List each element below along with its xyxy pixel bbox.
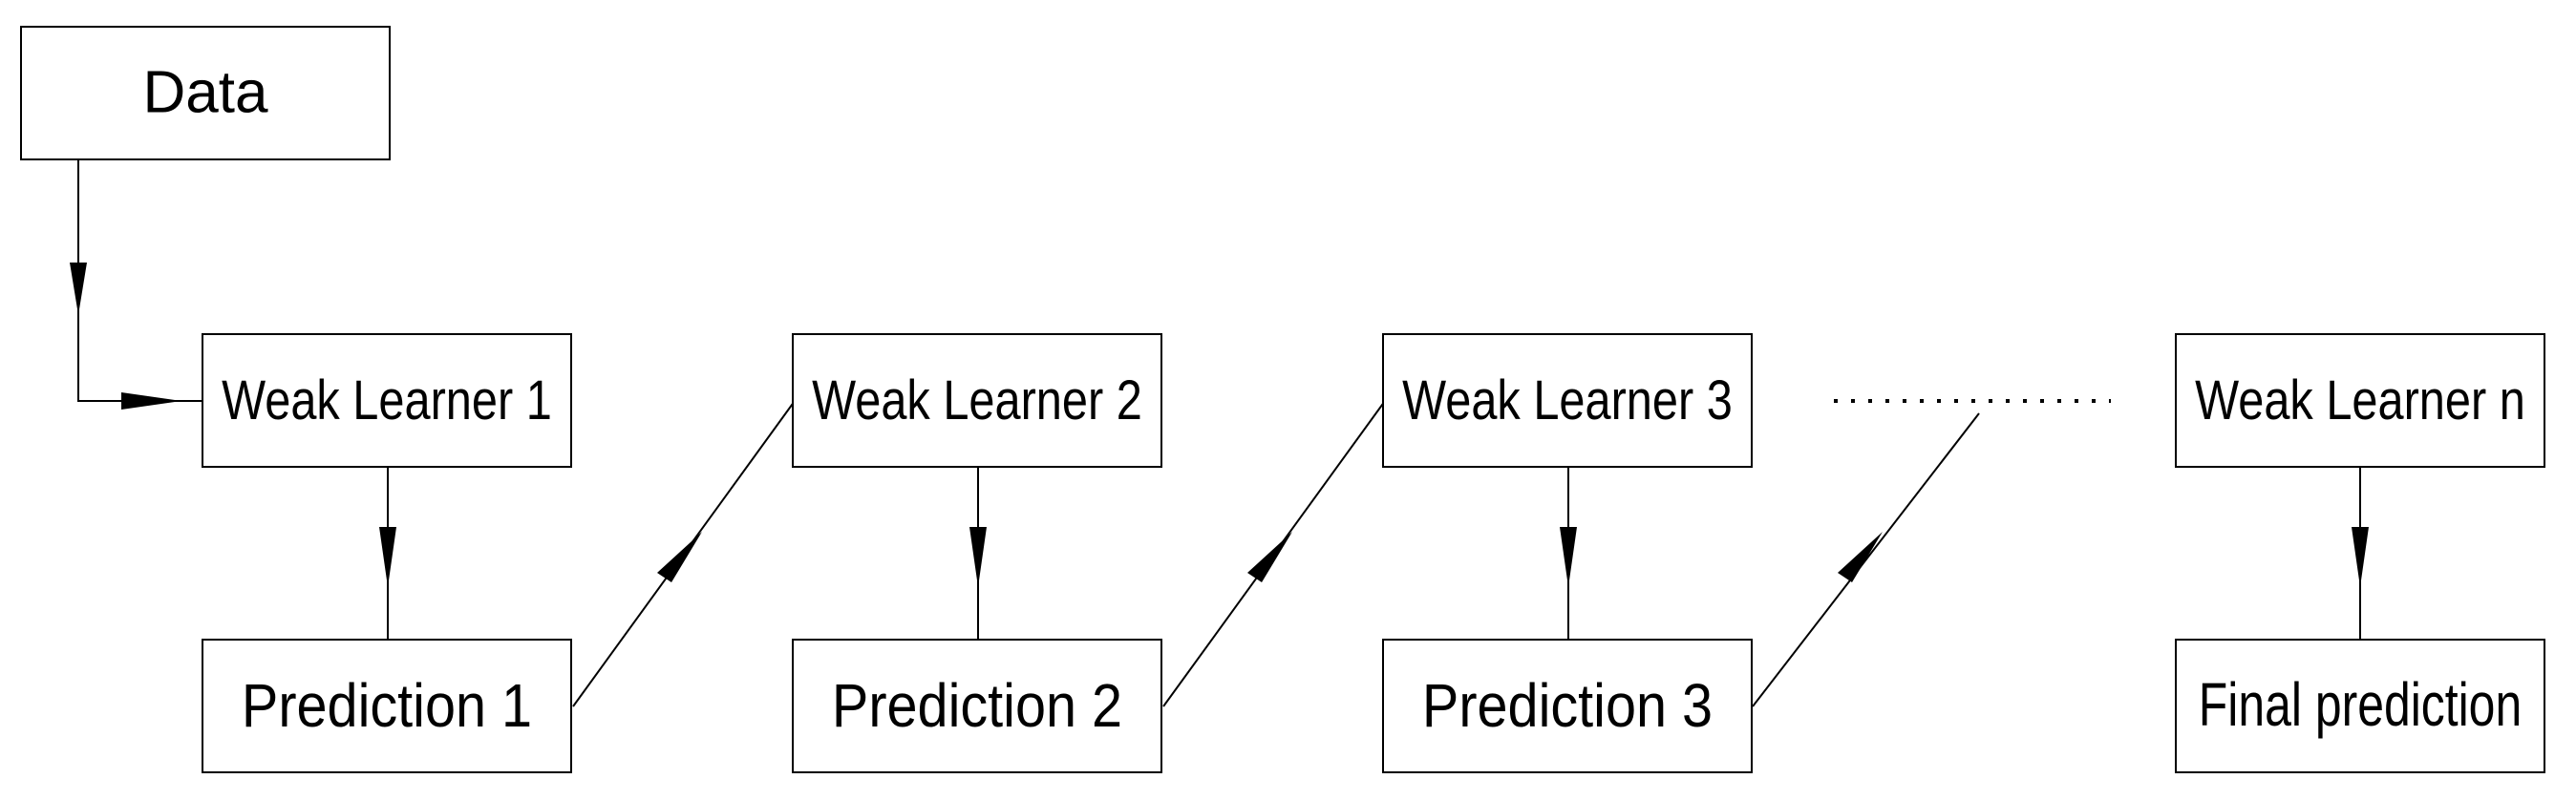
node-weak-learner-3-label: Weak Learner 3 xyxy=(1402,370,1733,432)
edge-prediction-3-to-ellipsis xyxy=(1752,412,1980,707)
arrow-prediction-3-to-ellipsis xyxy=(1838,532,1883,582)
node-weak-learner-3: Weak Learner 3 xyxy=(1382,333,1753,468)
node-weak-learner-n: Weak Learner n xyxy=(2175,333,2545,468)
node-weak-learner-1: Weak Learner 1 xyxy=(202,333,572,468)
node-weak-learner-n-label: Weak Learner n xyxy=(2195,370,2525,432)
node-data-label: Data xyxy=(143,60,268,126)
node-weak-learner-2-label: Weak Learner 2 xyxy=(812,370,1142,432)
arrow-data-down xyxy=(70,263,87,315)
node-weak-learner-2: Weak Learner 2 xyxy=(792,333,1162,468)
arrow-weak-learner-1-to-prediction-1 xyxy=(379,527,396,587)
node-prediction-3: Prediction 3 xyxy=(1382,639,1753,773)
arrow-weak-learner-3-to-prediction-3 xyxy=(1560,527,1577,587)
arrow-weak-learner-2-to-prediction-2 xyxy=(969,527,987,587)
arrow-weak-learner-n-to-final-prediction xyxy=(2352,527,2369,587)
node-prediction-2-label: Prediction 2 xyxy=(832,671,1122,739)
node-final-prediction: Final prediction xyxy=(2175,639,2545,773)
arrow-prediction-1-to-weak-learner-2 xyxy=(657,532,702,582)
edge-data-to-weak-learner-1 xyxy=(77,159,202,402)
connectors xyxy=(70,159,2369,707)
node-prediction-3-label: Prediction 3 xyxy=(1422,671,1713,739)
node-final-prediction-label: Final prediction xyxy=(2199,671,2522,739)
node-prediction-1-label: Prediction 1 xyxy=(242,671,532,739)
arrow-into-weak-learner-1 xyxy=(121,392,181,410)
node-prediction-2: Prediction 2 xyxy=(792,639,1162,773)
node-prediction-1: Prediction 1 xyxy=(202,639,572,773)
node-weak-learner-1-label: Weak Learner 1 xyxy=(222,370,552,432)
arrow-prediction-2-to-weak-learner-3 xyxy=(1247,532,1292,582)
node-data: Data xyxy=(20,26,391,160)
